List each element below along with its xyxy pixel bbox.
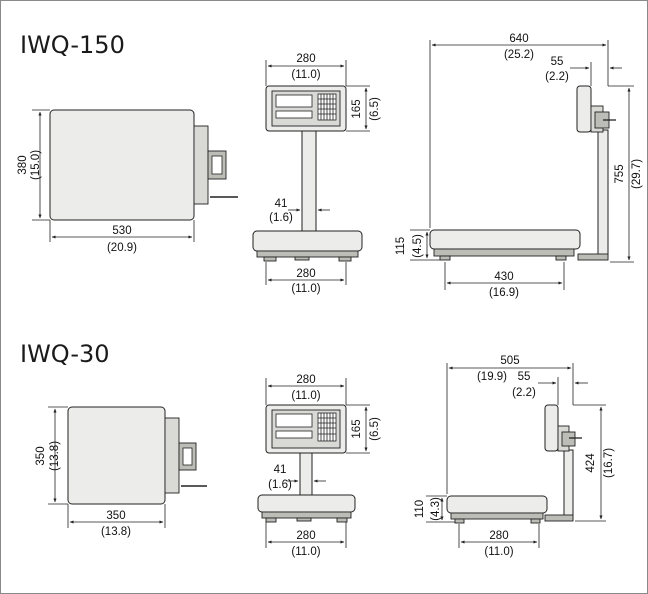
dim-base-h-iwq-30: 110 xyxy=(414,500,426,518)
dim-width-iwq-30: 350 xyxy=(106,510,125,522)
front-view-iwq-30: 280 (11.0) 165 (6.5) 41 (1.6) 280 (11.0) xyxy=(257,374,381,558)
dim-width-in-iwq-150: (20.9) xyxy=(107,242,137,254)
dim-depth-iwq-30: 350 xyxy=(35,446,47,465)
dim-height-in-iwq-30: (16.7) xyxy=(603,448,615,478)
dim-depth-in-iwq-30: (13.8) xyxy=(49,441,61,471)
dim-platform-in-iwq-150: (16.9) xyxy=(489,287,519,299)
dim-total-w-in-iwq-150: (25.2) xyxy=(504,49,534,61)
top-view-iwq-150: 380 (15.0) 530 (20.9) xyxy=(17,109,238,254)
dim-platform-iwq-150: 430 xyxy=(494,271,513,283)
dim-display-w-in-iwq-150: (11.0) xyxy=(291,69,320,81)
dim-total-w-iwq-30: 505 xyxy=(500,355,519,367)
dim-head-w-in-iwq-150: (2.2) xyxy=(545,71,569,83)
dim-width-iwq-150: 530 xyxy=(112,225,131,237)
dim-width-in-iwq-30: (13.8) xyxy=(101,526,131,538)
dim-platform-iwq-30: 280 xyxy=(489,530,508,542)
dim-display-h-iwq-150: 165 xyxy=(351,99,363,118)
dim-height-iwq-150: 755 xyxy=(614,164,626,183)
dim-head-w-iwq-150: 55 xyxy=(551,56,564,68)
dim-base-w-in-iwq-30: (11.0) xyxy=(291,546,320,558)
dim-pillar-in-iwq-30: (1.6) xyxy=(268,479,292,491)
dim-pillar-iwq-30: 41 xyxy=(274,464,287,476)
dim-base-w-iwq-30: 280 xyxy=(296,530,315,542)
dim-display-h-in-iwq-150: (6.5) xyxy=(369,97,381,121)
top-view-iwq-30: 350 (13.8) 350 (13.8) xyxy=(35,406,207,538)
dim-base-h-in-iwq-150: (4.5) xyxy=(412,234,424,258)
dim-display-h-iwq-30: 165 xyxy=(351,419,363,438)
dim-total-w-in-iwq-30: (19.9) xyxy=(477,371,507,383)
dim-depth-iwq-150: 380 xyxy=(17,155,29,174)
dim-head-w-iwq-30: 55 xyxy=(518,371,531,383)
model-title-iwq-150: IWQ-150 xyxy=(20,31,125,59)
dim-pillar-iwq-150: 41 xyxy=(275,198,288,210)
dim-base-w-in-iwq-150: (11.0) xyxy=(291,283,320,295)
dim-height-in-iwq-150: (29.7) xyxy=(631,159,643,189)
dim-display-h-in-iwq-30: (6.5) xyxy=(369,417,381,441)
dim-platform-in-iwq-30: (11.0) xyxy=(484,546,513,558)
dim-display-w-in-iwq-30: (11.0) xyxy=(291,390,320,402)
side-view-iwq-150: 640 (25.2) 55 (2.2) 755 (29.7) 115 (4.5)… xyxy=(395,33,643,299)
model-title-iwq-30: IWQ-30 xyxy=(20,340,110,368)
dim-base-w-iwq-150: 280 xyxy=(296,268,315,280)
dim-pillar-in-iwq-150: (1.6) xyxy=(269,212,293,224)
dim-base-h-iwq-150: 115 xyxy=(395,237,407,255)
dim-head-w-in-iwq-30: (2.2) xyxy=(512,387,536,399)
dim-display-w-iwq-30: 280 xyxy=(296,374,315,386)
dim-base-h-in-iwq-30: (4.3) xyxy=(430,497,442,521)
front-view-iwq-150: 280 (11.0) 165 (6.5) 41 (1.6) 280 (11.0) xyxy=(252,53,381,295)
dim-height-iwq-30: 424 xyxy=(585,453,597,473)
side-view-iwq-30: 505 (19.9) 55 (2.2) 424 (16.7) 110 (4.3)… xyxy=(414,355,615,558)
dim-display-w-iwq-150: 280 xyxy=(296,53,315,65)
dim-total-w-iwq-150: 640 xyxy=(509,33,528,45)
dim-depth-in-iwq-150: (15.0) xyxy=(30,150,42,180)
